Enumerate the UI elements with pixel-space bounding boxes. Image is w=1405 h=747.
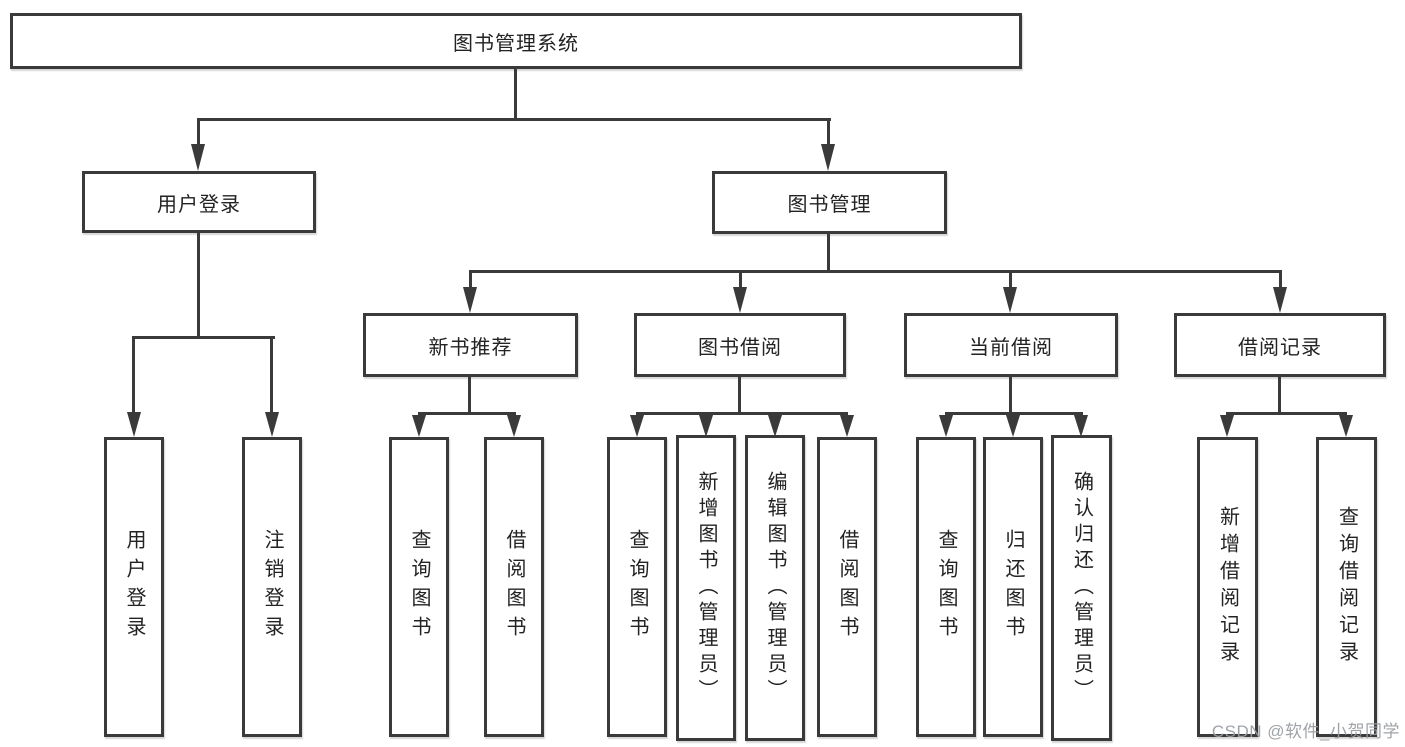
- leaf-borrow-books-borrow-label: 借阅图书: [836, 529, 858, 645]
- node-current-borrow: 当前借阅: [904, 313, 1118, 377]
- node-book-borrow-label: 图书借阅: [698, 336, 782, 359]
- node-borrow-records-label: 借阅记录: [1238, 336, 1322, 359]
- node-borrow-records: 借阅记录: [1174, 313, 1386, 377]
- leaf-confirm-return-admin: 确认归还（管理员）: [1051, 435, 1112, 741]
- arrow-down-icon: [939, 415, 953, 437]
- leaf-logout: 注销登录: [242, 437, 302, 737]
- leaf-edit-book-admin: 编辑图书（管理员）: [745, 435, 805, 741]
- connector-user-login-stem: [197, 121, 200, 145]
- arrow-down-icon: [1006, 415, 1020, 437]
- connector-borrow-records-children-horizontal: [1226, 412, 1347, 415]
- arrow-down-icon: [507, 415, 521, 437]
- arrow-down-icon: [840, 415, 854, 437]
- arrow-down-icon: [1003, 287, 1017, 313]
- leaf-return-book-label: 归还图书: [1002, 529, 1024, 645]
- arrow-down-icon: [1273, 287, 1287, 313]
- connector-new-book-stem: [469, 273, 472, 288]
- leaf-add-book-admin-label: 新增图书（管理员）: [695, 471, 717, 705]
- leaf-edit-book-admin-label: 编辑图书（管理员）: [764, 471, 786, 705]
- arrow-down-icon: [821, 144, 835, 171]
- leaf-add-book-admin: 新增图书（管理员）: [676, 435, 736, 741]
- leaf-query-books-borrow: 查询图书: [607, 437, 667, 737]
- leaf-query-borrow-record-label: 查询借阅记录: [1335, 506, 1358, 668]
- leaf-user-login: 用户登录: [104, 437, 164, 737]
- connector-level3-horizontal: [469, 270, 1282, 273]
- leaf-add-borrow-record: 新增借阅记录: [1197, 437, 1258, 737]
- connector-new-book-children-horizontal: [418, 412, 516, 415]
- arrow-down-icon: [191, 144, 205, 171]
- node-book-borrow: 图书借阅: [634, 313, 846, 377]
- connector-leaf-logout-stem: [270, 339, 273, 413]
- node-current-borrow-label: 当前借阅: [969, 336, 1053, 359]
- node-user-login-label: 用户登录: [157, 193, 241, 216]
- node-book-management-label: 图书管理: [787, 194, 872, 216]
- connector-root-down: [514, 69, 517, 118]
- node-user-login: 用户登录: [82, 171, 316, 233]
- arrow-down-icon: [1339, 415, 1353, 437]
- node-new-book-recommend: 新书推荐: [363, 313, 578, 377]
- leaf-query-books-recommend-label: 查询图书: [408, 529, 430, 645]
- arrow-down-icon: [127, 412, 141, 437]
- connector-current-borrow-down: [1009, 377, 1012, 412]
- arrow-down-icon: [768, 415, 782, 437]
- connector-leaf-user-login-stem: [132, 339, 135, 413]
- connector-borrow-records-down: [1278, 377, 1281, 412]
- connector-book-mgmt-down: [827, 234, 830, 270]
- node-library-system-label: 图书管理系统: [453, 32, 579, 55]
- connector-current-borrow-children-horizontal: [945, 412, 1083, 415]
- leaf-add-borrow-record-label: 新增借阅记录: [1216, 506, 1239, 668]
- arrow-down-icon: [412, 415, 426, 437]
- arrow-down-icon: [463, 287, 477, 313]
- leaf-borrow-books-recommend: 借阅图书: [484, 437, 544, 737]
- csdn-watermark: CSDN @软件_小贺同学: [1211, 722, 1400, 741]
- arrow-down-icon: [1074, 415, 1088, 437]
- connector-book-borrow-children-horizontal: [636, 412, 848, 415]
- leaf-borrow-books-recommend-label: 借阅图书: [503, 529, 525, 645]
- connector-book-borrow-down: [738, 377, 741, 412]
- arrow-down-icon: [699, 415, 713, 437]
- connector-new-book-down: [468, 377, 471, 412]
- node-library-system: 图书管理系统: [10, 13, 1022, 69]
- arrow-down-icon: [1220, 415, 1234, 437]
- leaf-query-books-recommend: 查询图书: [389, 437, 449, 737]
- arrow-down-icon: [630, 415, 644, 437]
- arrow-down-icon: [265, 412, 279, 437]
- leaf-borrow-books-borrow: 借阅图书: [817, 437, 877, 737]
- leaf-query-borrow-record: 查询借阅记录: [1316, 437, 1377, 737]
- arrow-down-icon: [733, 287, 747, 313]
- connector-user-login-down: [197, 233, 200, 336]
- connector-borrow-records-stem: [1279, 273, 1282, 288]
- leaf-confirm-return-admin-label: 确认归还（管理员）: [1070, 471, 1093, 705]
- leaf-user-login-label: 用户登录: [123, 529, 145, 645]
- connector-user-login-children-horizontal: [132, 336, 275, 339]
- connector-current-borrow-stem: [1009, 273, 1012, 288]
- leaf-return-book: 归还图书: [983, 437, 1043, 737]
- connector-book-borrow-stem: [739, 273, 742, 288]
- node-book-management: 图书管理: [712, 171, 947, 234]
- connector-book-mgmt-stem: [827, 121, 830, 145]
- leaf-logout-label: 注销登录: [261, 529, 283, 645]
- leaf-query-books-borrow-label: 查询图书: [626, 529, 648, 645]
- node-new-book-recommend-label: 新书推荐: [428, 336, 513, 359]
- leaf-query-books-current-label: 查询图书: [935, 529, 957, 645]
- connector-level2-horizontal: [197, 118, 831, 121]
- leaf-query-books-current: 查询图书: [916, 437, 976, 737]
